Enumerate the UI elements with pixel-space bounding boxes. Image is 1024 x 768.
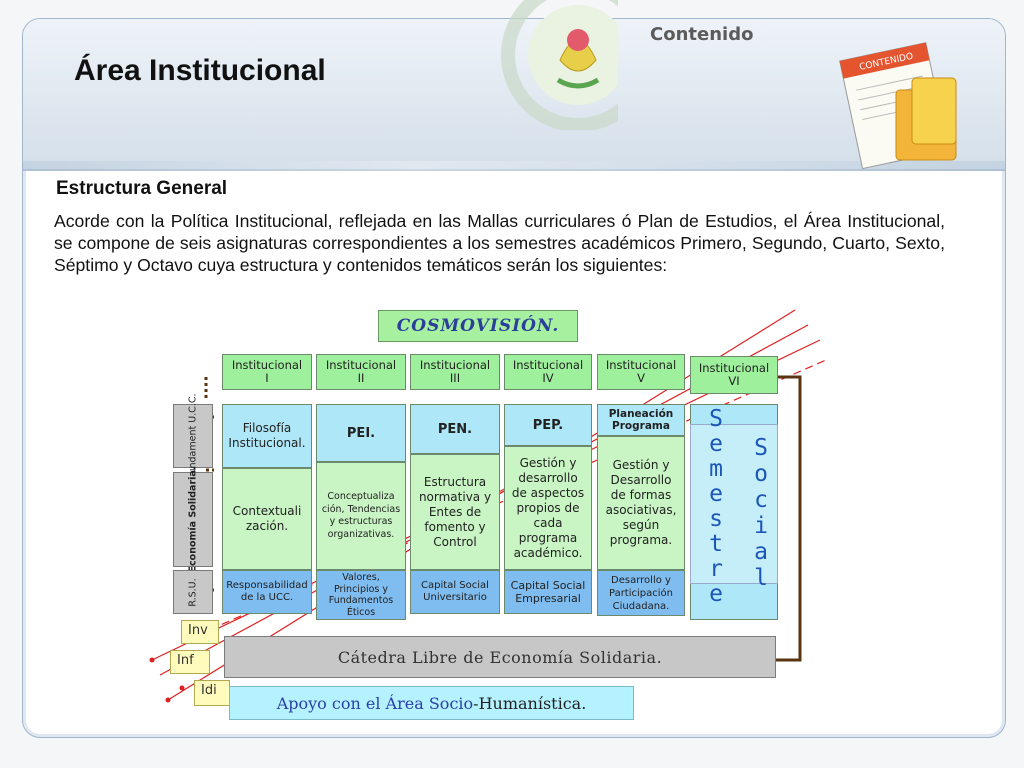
section-heading: Estructura General [56, 178, 228, 199]
cell-c2-mid: Conceptualiza ción, Tendencias y estruct… [316, 462, 406, 570]
tag-idi: Idi [194, 680, 230, 706]
cell-c5-top: Planeación Programa [597, 404, 685, 436]
cell-c5-bottom: Desarrollo y Participación Ciudadana. [597, 570, 685, 616]
row-label-fundament: Fundament U.C.C. [173, 393, 213, 479]
apoyo-suffix: -Humanística. [473, 693, 587, 713]
cosmovision-label: COSMOVISIÓN. [378, 310, 578, 342]
column-header-3: Institucional III [410, 354, 500, 390]
tag-inf: Inf [170, 650, 210, 674]
cell-c5-mid: Gestión y Desarrollo de formas asociativ… [597, 436, 685, 570]
cell-c3-bottom: Capital Social Universitario [410, 570, 500, 614]
row-label-economia: Economía Solidaria. [173, 467, 213, 572]
intro-paragraph: Acorde con la Política Institucional, re… [54, 211, 945, 275]
vertical-word-semestre: Semestre [709, 406, 723, 607]
contents-link[interactable]: Contenido [650, 24, 754, 45]
cell-c2-bottom: Valores, Principios y Fundamentos Éticos [316, 570, 406, 620]
page-title: Área Institucional [74, 54, 326, 87]
cell-c1-top: Filosofía Institucional. [222, 404, 312, 468]
apoyo-prefix: Apoyo con el Área Socio [276, 693, 474, 713]
cell-c4-top: PEP. [504, 404, 592, 446]
cell-c4-bottom: Capital Social Empresarial [504, 570, 592, 614]
cell-c6-inner [690, 424, 778, 584]
cell-c1-bottom: Responsabilidad de la UCC. [222, 570, 312, 614]
row-label-rsu: R.S.U. [173, 570, 213, 614]
cell-c3-mid: Estructura normativa y Entes de fomento … [410, 454, 500, 570]
column-header-4: Institucional IV [504, 354, 592, 390]
cell-c1-mid: Contextuali zación. [222, 468, 312, 570]
column-header-2: Institucional II [316, 354, 406, 390]
cell-c3-top: PEN. [410, 404, 500, 454]
column-header-5: Institucional V [597, 354, 685, 390]
column-header-6: Institucional VI [690, 356, 778, 394]
tag-inv: Inv [181, 620, 219, 644]
vertical-word-social: Social [754, 435, 768, 591]
books-icon: CONTENIDO [839, 42, 957, 170]
apoyo-area-bar: Apoyo con el Área Socio-Humanística. [229, 686, 634, 720]
cell-c2-top: PEI. [316, 404, 406, 462]
column-header-1: Institucional I [222, 354, 312, 390]
university-seal-icon [501, 0, 618, 130]
cell-c4-mid: Gestión y desarrollo de aspectos propios… [504, 446, 592, 570]
catedra-libre-bar: Cátedra Libre de Economía Solidaria. [224, 636, 776, 678]
